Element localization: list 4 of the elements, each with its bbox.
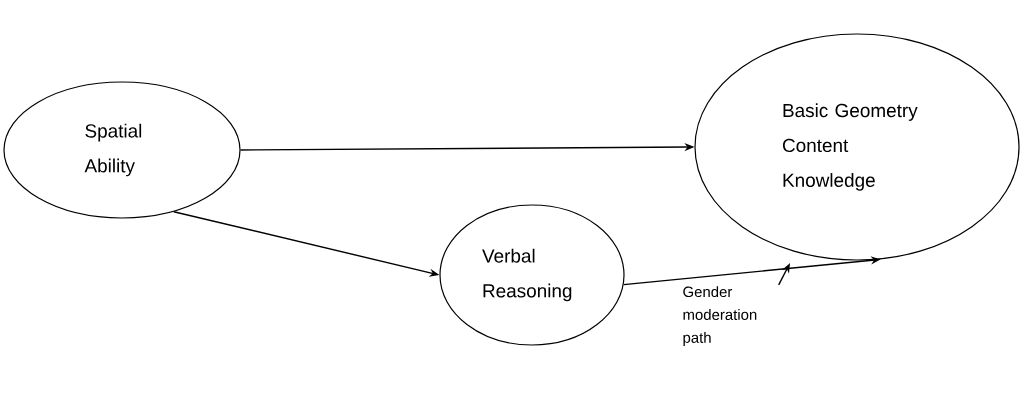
ellipse-node: Spatial Ability (3, 81, 241, 219)
node-label: Gender moderation path (683, 286, 757, 346)
ellipse-node: Basic Geometry Content Knowledge (694, 33, 1020, 261)
ellipse-node: Verbal Reasoning (439, 204, 625, 346)
